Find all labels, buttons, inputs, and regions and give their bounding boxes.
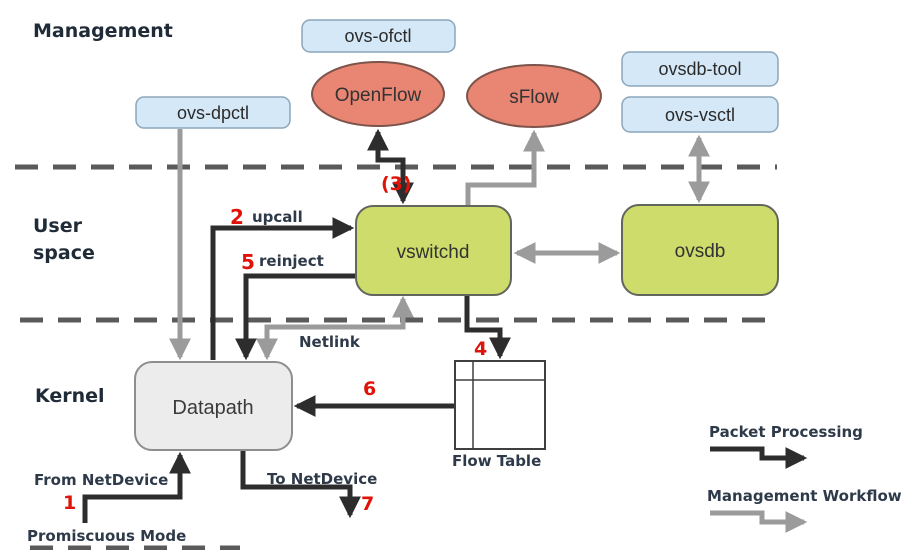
legend-packet-processing-label: Packet Processing — [709, 423, 863, 441]
node-ovs-ofctl: ovs-ofctl — [301, 19, 456, 53]
user-space-layer-label-line1: User — [33, 215, 83, 237]
ovs-ofctl-box — [301, 19, 456, 53]
ovs-vsctl-box — [621, 96, 779, 133]
vswitchd-box — [355, 205, 512, 296]
step-6: 6 — [363, 378, 376, 400]
ovs-ofctl-label: ovs-ofctl — [344, 26, 411, 46]
from-netdevice-label: From NetDevice — [34, 471, 168, 489]
node-flow-table: Flow Table — [452, 360, 546, 470]
legend-management-workflow-label: Management Workflow — [707, 487, 902, 505]
datapath-box — [134, 361, 293, 451]
node-vswitchd: vswitchd — [355, 205, 512, 296]
edge-datapath-to-netdevice — [240, 450, 362, 519]
legend-management-workflow-arrow — [710, 510, 808, 534]
edge-reinject-vswitchd-to-datapath — [234, 273, 356, 361]
ovs-dpctl-label: ovs-dpctl — [177, 103, 249, 123]
ovsdb-label: ovsdb — [675, 241, 726, 262]
node-sflow: sFlow — [466, 64, 602, 128]
sflow-ellipse — [466, 64, 602, 128]
edge-promiscuous-to-datapath — [82, 451, 192, 523]
node-ovsdb-tool: ovsdb-tool — [621, 51, 779, 87]
node-datapath: Datapath — [134, 361, 293, 451]
flow-table-label: Flow Table — [452, 452, 541, 470]
edge-openflow-vswitchd — [366, 128, 415, 205]
datapath-label: Datapath — [172, 397, 253, 419]
step-5: 5 — [241, 250, 255, 274]
reinject-label: reinject — [259, 252, 324, 270]
netlink-label: Netlink — [299, 333, 361, 351]
upcall-label: upcall — [252, 208, 303, 226]
node-ovs-vsctl: ovs-vsctl — [621, 96, 779, 133]
sflow-label: sFlow — [509, 87, 559, 108]
kernel-layer-label: Kernel — [35, 385, 105, 407]
to-netdevice-label: To NetDevice — [267, 470, 377, 488]
ovsdb-tool-box — [621, 51, 779, 87]
promiscuous-mode-label: Promiscuous Mode — [27, 527, 186, 545]
ovsdb-tool-label: ovsdb-tool — [658, 59, 741, 79]
edge-vswitchd-to-sflow — [465, 129, 546, 206]
step-3: (3) — [381, 173, 412, 195]
step-7: 7 — [361, 493, 374, 515]
openflow-label: OpenFlow — [335, 85, 422, 106]
step-1: 1 — [63, 492, 76, 514]
management-layer-label: Management — [33, 20, 173, 42]
node-openflow: OpenFlow — [311, 61, 445, 127]
edge-netlink-vswitchd-datapath — [255, 295, 415, 361]
step-4: 4 — [474, 338, 487, 360]
legend-packet-processing-arrow — [710, 446, 808, 470]
edge-vswitchd-to-flowtable — [464, 295, 512, 360]
flow-table-box — [454, 360, 546, 450]
node-ovsdb: ovsdb — [621, 204, 779, 296]
ovs-vsctl-label: ovs-vsctl — [665, 105, 735, 125]
user-space-layer-label-line2: space — [33, 242, 95, 264]
edge-upcall-datapath-to-vswitchd — [210, 216, 355, 360]
step-2: 2 — [230, 205, 244, 229]
node-ovs-dpctl: ovs-dpctl — [135, 96, 291, 129]
ovs-dpctl-box — [135, 96, 291, 129]
legend: Packet Processing Management Workflow — [707, 423, 902, 534]
ovsdb-box — [621, 204, 779, 296]
openflow-ellipse — [311, 61, 445, 127]
vswitchd-label: vswitchd — [397, 242, 470, 263]
